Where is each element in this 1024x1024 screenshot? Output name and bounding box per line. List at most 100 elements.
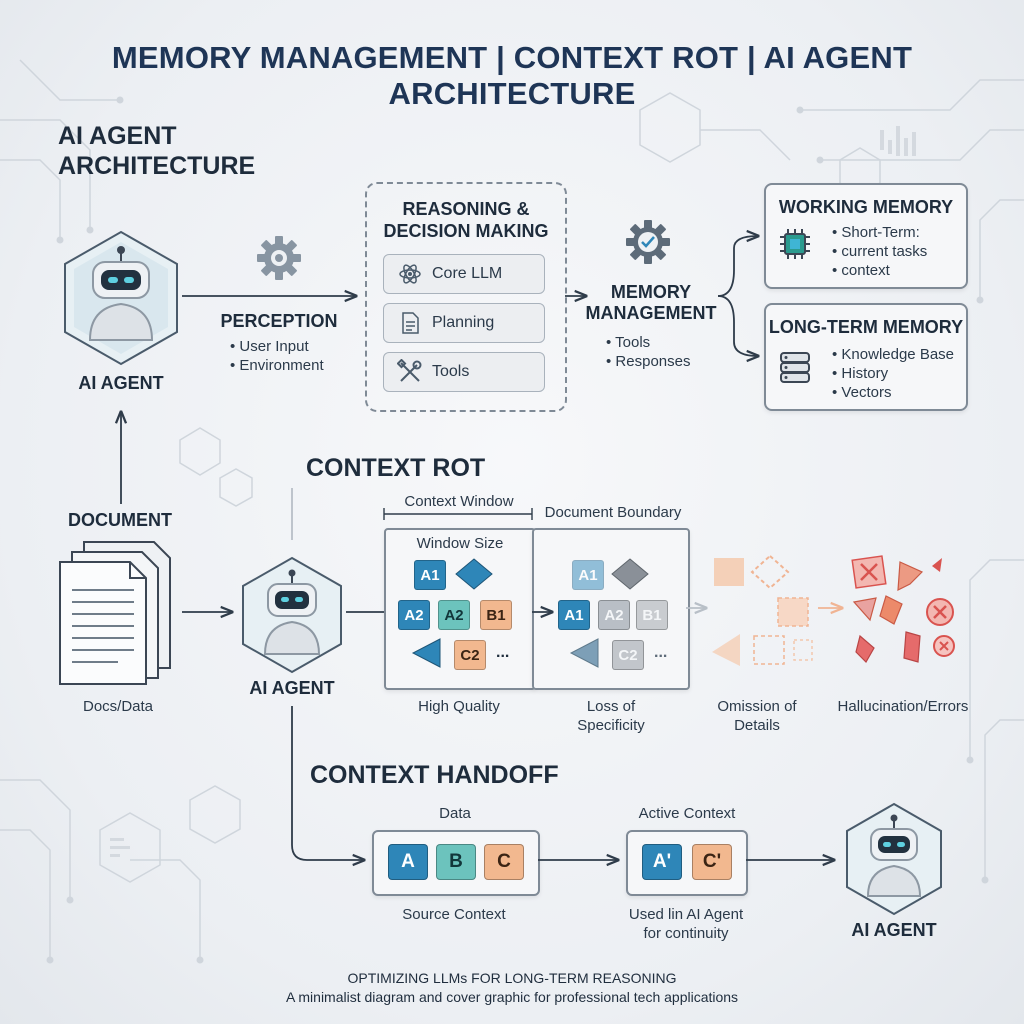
perception-title: PERCEPTION xyxy=(220,311,338,331)
tile-c2: C2 xyxy=(454,640,486,670)
stage-high-quality: High Quality xyxy=(418,698,500,715)
memory-management-line2: MANAGEMENT xyxy=(585,303,717,323)
triangle-shape xyxy=(569,638,599,668)
wrench-screwdriver-icon xyxy=(396,359,424,385)
architecture-section-title: AI AGENT ARCHITECTURE xyxy=(58,121,255,181)
active-context-box: A' C' xyxy=(626,830,748,896)
tile-a-prime: A' xyxy=(642,844,682,880)
working-memory-title: WORKING MEMORY xyxy=(778,197,954,217)
reasoning-box: REASONING & DECISION MAKING Core LLM Pla… xyxy=(365,182,567,412)
omission-shapes xyxy=(712,554,813,666)
hallucination-shapes xyxy=(851,555,955,663)
tile-b: B xyxy=(436,844,476,880)
footer-headline: OPTIMIZING LLMs FOR LONG-TERM REASONING xyxy=(347,970,677,986)
ellipsis: ... xyxy=(496,644,510,661)
atom-icon xyxy=(396,262,424,286)
reasoning-title-line1: REASONING & xyxy=(402,199,530,219)
ai-agent-node-bottom xyxy=(842,800,946,923)
architecture-title-line2: ARCHITECTURE xyxy=(58,152,256,180)
stage-omission-of-details: Omission of Details xyxy=(717,698,797,734)
stage-loss-of-specificity: Loss of Specificity xyxy=(577,698,645,734)
long-term-memory-box: LONG-TERM MEMORY Knowledge Base History … xyxy=(764,303,968,411)
docs-data-caption: Docs/Data xyxy=(82,698,154,715)
planning-label: Planning xyxy=(432,314,495,331)
data-label: Data xyxy=(439,805,471,822)
window-size-label: Window Size xyxy=(416,535,504,552)
source-context-caption: Source Context xyxy=(402,906,506,923)
tile-a1: A1 xyxy=(572,560,604,590)
ai-agent-label-top: AI AGENT xyxy=(78,373,164,393)
active-context-label: Active Context xyxy=(638,805,736,822)
memory-management-line1: MEMORY xyxy=(610,282,692,302)
loss-of-specificity-window: A1 A1 A2 B1 C2 ... xyxy=(532,528,690,690)
long-term-memory-item: Knowledge Base xyxy=(832,345,954,364)
document-boundary-label: Document Boundary xyxy=(544,504,682,521)
memory-management-item: Responses xyxy=(606,352,690,371)
stage-hallucination-errors: Hallucination/Errors xyxy=(837,698,969,715)
ai-agent-label-middle: AI AGENT xyxy=(249,678,335,698)
working-memory-box: WORKING MEMORY Short-Term: current tasks… xyxy=(764,183,968,289)
tile-a2: A2 xyxy=(598,600,630,630)
gear-check-icon xyxy=(626,220,670,264)
memory-management-title: MEMORY MANAGEMENT xyxy=(576,282,726,324)
planning-item: Planning xyxy=(383,303,545,343)
perception-list: User Input Environment xyxy=(230,337,324,375)
diamond-shape xyxy=(455,558,493,590)
robot-icon xyxy=(64,230,178,366)
triangle-shape xyxy=(411,638,441,668)
tile-a1: A1 xyxy=(558,600,590,630)
documents-icon xyxy=(59,541,171,685)
working-memory-item: Short-Term: xyxy=(832,223,927,242)
working-memory-item: context xyxy=(832,261,927,280)
context-rot-title: CONTEXT ROT xyxy=(306,454,486,482)
source-context-box: A B C xyxy=(372,830,540,896)
robot-icon xyxy=(242,556,342,674)
core-llm-label: Core LLM xyxy=(432,265,503,282)
tile-c2: C2 xyxy=(612,640,644,670)
perception-item: User Input xyxy=(230,337,324,356)
active-context-caption: Used lin AI Agent for continuity xyxy=(606,905,766,943)
long-term-memory-item: Vectors xyxy=(832,383,954,402)
ai-agent-label-bottom: AI AGENT xyxy=(851,920,937,940)
tile-a: A xyxy=(388,844,428,880)
page-title: MEMORY MANAGEMENT | CONTEXT ROT | AI AGE… xyxy=(111,40,913,111)
tile-c-prime: C' xyxy=(692,844,732,880)
tile-b1: B1 xyxy=(480,600,512,630)
tools-label: Tools xyxy=(432,363,470,380)
document-icon xyxy=(396,311,424,335)
document-label: DOCUMENT xyxy=(68,510,172,530)
tile-c: C xyxy=(484,844,524,880)
long-term-memory-item: History xyxy=(832,364,954,383)
memory-management-item: Tools xyxy=(606,333,690,352)
long-term-memory-title: LONG-TERM MEMORY xyxy=(768,317,964,337)
tile-a1: A1 xyxy=(414,560,446,590)
tile-a2: A2 xyxy=(438,600,470,630)
context-window-label: Context Window xyxy=(404,493,514,510)
gear-icon xyxy=(257,236,301,280)
active-caption-line2: for continuity xyxy=(643,925,729,942)
context-handoff-title: CONTEXT HANDOFF xyxy=(310,761,559,789)
tile-a2: A2 xyxy=(398,600,430,630)
ellipsis: ... xyxy=(654,644,668,661)
diamond-shape xyxy=(611,558,649,590)
database-icon xyxy=(780,352,810,383)
footer-subtitle: A minimalist diagram and cover graphic f… xyxy=(285,989,739,1005)
perception-item: Environment xyxy=(230,356,323,375)
working-memory-item: current tasks xyxy=(832,242,927,261)
chip-icon xyxy=(780,229,810,259)
reasoning-title: REASONING & DECISION MAKING xyxy=(367,198,565,242)
reasoning-title-line2: DECISION MAKING xyxy=(383,221,549,241)
core-llm-item: Core LLM xyxy=(383,254,545,294)
memory-management-list: Tools Responses xyxy=(606,333,690,371)
long-term-memory-list: Knowledge Base History Vectors xyxy=(832,345,954,402)
architecture-title-line1: AI AGENT xyxy=(58,122,177,150)
tools-item: Tools xyxy=(383,352,545,392)
active-caption-line1: Used lin AI Agent xyxy=(628,906,744,923)
tile-b1: B1 xyxy=(636,600,668,630)
ai-agent-node-top xyxy=(60,228,182,373)
working-memory-list: Short-Term: current tasks context xyxy=(832,223,927,280)
robot-icon xyxy=(846,802,942,916)
